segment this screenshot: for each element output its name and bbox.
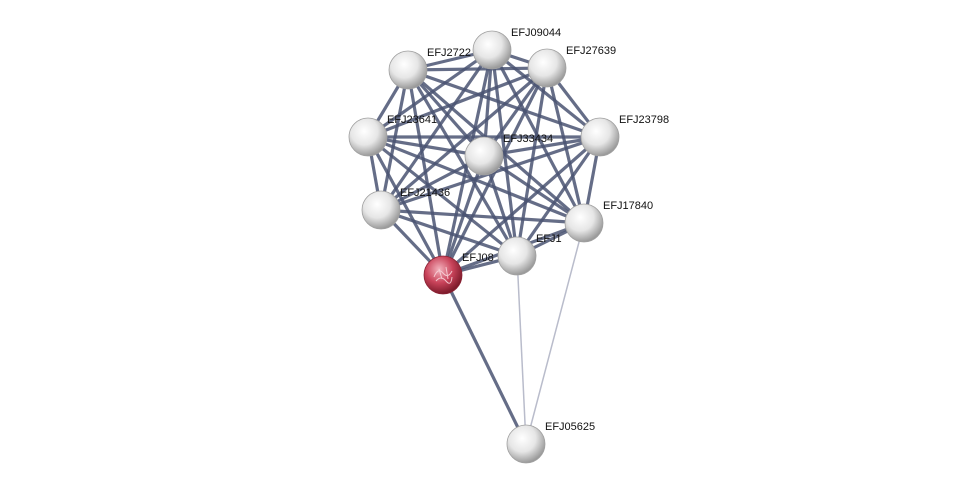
edge-n3-n9 <box>515 67 549 257</box>
node-EFJ17840[interactable]: EFJ17840 <box>564 200 653 243</box>
node-sphere[interactable] <box>348 117 388 157</box>
node-EFJ09044[interactable]: EFJ09044 <box>472 27 561 70</box>
node-sphere[interactable] <box>580 117 620 157</box>
edge-n1-n5 <box>490 48 602 139</box>
edge-n2-n3 <box>407 66 548 72</box>
edge-n5-n6 <box>483 135 601 158</box>
edge-n1-n7 <box>379 49 494 211</box>
node-EFJ05625[interactable]: EFJ05625 <box>506 421 595 464</box>
node-EFJ33434[interactable]: EFJ33434 <box>464 133 553 176</box>
node-sphere[interactable] <box>423 255 463 295</box>
edge-n7-n8 <box>380 208 585 225</box>
node-label: EFJ23798 <box>619 114 669 126</box>
node-sphere[interactable] <box>361 190 401 230</box>
edge-n6-n8 <box>483 154 585 225</box>
node-EFJ1[interactable]: EFJ1 <box>497 233 562 276</box>
edge-n4-n9 <box>367 135 518 258</box>
edge-n4-n6 <box>367 135 485 158</box>
edge-n3-n4 <box>367 66 548 139</box>
node-EFJ23798[interactable]: EFJ23798 <box>580 114 669 157</box>
edge-n4-n10 <box>366 136 445 276</box>
protein-structure-icon <box>433 266 453 284</box>
edge-n3-n8 <box>545 67 586 224</box>
node-EFJ23641[interactable]: EFJ23641 <box>348 114 437 157</box>
node-label: EFJ23641 <box>387 114 437 126</box>
edge-n5-n9 <box>515 136 602 257</box>
node-label: EFJ05625 <box>545 421 595 433</box>
edge-n8-n11 <box>525 222 585 445</box>
node-EFJ08[interactable]: EFJ08 <box>423 252 494 295</box>
edge-layer <box>366 48 602 445</box>
node-sphere[interactable] <box>506 424 546 464</box>
node-label: EFJ17840 <box>603 200 653 212</box>
node-sphere[interactable] <box>497 236 537 276</box>
node-label: EFJ08 <box>462 252 494 264</box>
node-EFJ2722[interactable]: EFJ2722 <box>388 47 471 90</box>
node-sphere[interactable] <box>464 136 504 176</box>
edge-n9-n11 <box>516 255 527 445</box>
node-sphere[interactable] <box>472 30 512 70</box>
edge-n5-n10 <box>441 135 602 277</box>
edge-n7-n9 <box>380 208 518 258</box>
node-label: EFJ33434 <box>503 133 553 145</box>
node-sphere[interactable] <box>564 203 604 243</box>
node-EFJ27639[interactable]: EFJ27639 <box>527 45 616 88</box>
node-sphere[interactable] <box>388 50 428 90</box>
edge-n10-n11 <box>441 274 528 445</box>
node-label: EFJ2722 <box>427 47 471 59</box>
node-label: EFJ1 <box>536 233 562 245</box>
node-sphere[interactable] <box>527 48 567 88</box>
node-label: EFJ09044 <box>511 27 561 39</box>
edge-n3-n7 <box>379 66 549 212</box>
node-EFJ21436[interactable]: EFJ21436 <box>361 187 450 230</box>
node-label: EFJ27639 <box>566 45 616 57</box>
node-label: EFJ21436 <box>400 187 450 199</box>
